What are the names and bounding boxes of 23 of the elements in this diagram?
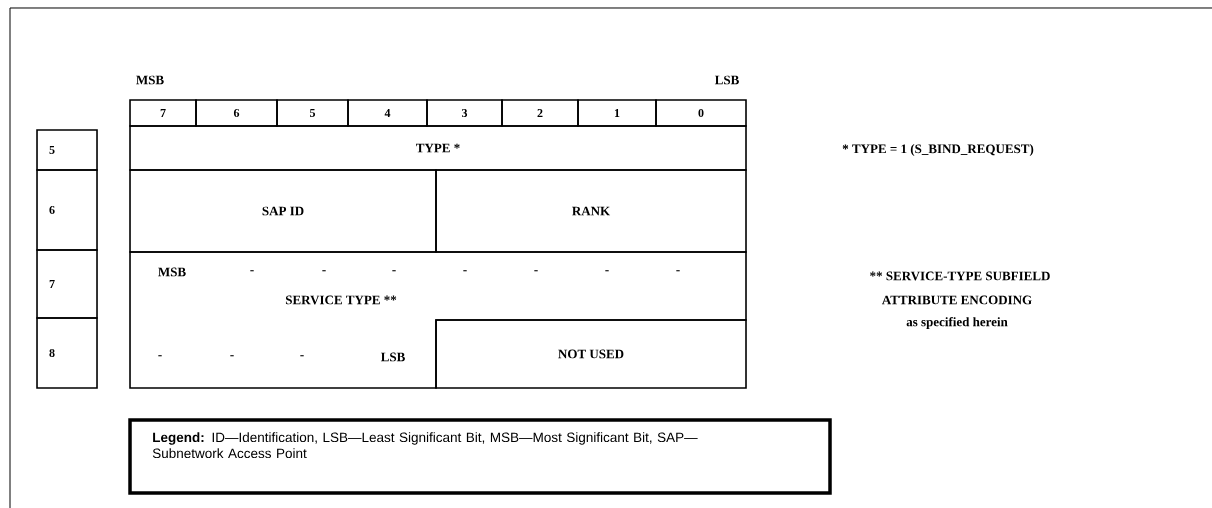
field-cell: RANK (435, 169, 747, 253)
bit-number-cell: 5 (276, 99, 349, 127)
field-cell: NOT USED (435, 319, 747, 389)
footnote: * TYPE = 1 (S_BIND_REQUEST) (842, 144, 1034, 156)
bit-order-label: LSB (714, 75, 739, 85)
byte-number-box: 7 (36, 249, 98, 319)
field-cell: TYPE * (129, 125, 747, 171)
footnote: ATTRIBUTE ENCODING (881, 295, 1032, 305)
bit-order-label: MSB (136, 75, 164, 85)
bit-number-cell: 3 (426, 99, 503, 127)
byte-number-box: 8 (36, 317, 98, 389)
footnote: ** SERVICE-TYPE SUBFIELD (870, 271, 1050, 281)
bit-number-cell: 0 (655, 99, 747, 127)
bit-number-cell: 6 (195, 99, 278, 127)
byte-number-box: 6 (36, 169, 98, 251)
bit-number-cell: 2 (501, 99, 579, 127)
field-cell: SAP ID (129, 169, 437, 253)
bit-number-cell: 1 (577, 99, 657, 127)
bit-number-cell: 7 (129, 99, 197, 127)
bit-number-cell: 4 (347, 99, 428, 127)
byte-number-box: 5 (36, 129, 98, 171)
legend-box: Legend: ID—Identification, LSB—Least Significant Bit, MSB—Most Significant Bit, SAP—Subnetwork Access Point (128, 418, 832, 495)
footnote: as specified herein (906, 317, 1008, 329)
